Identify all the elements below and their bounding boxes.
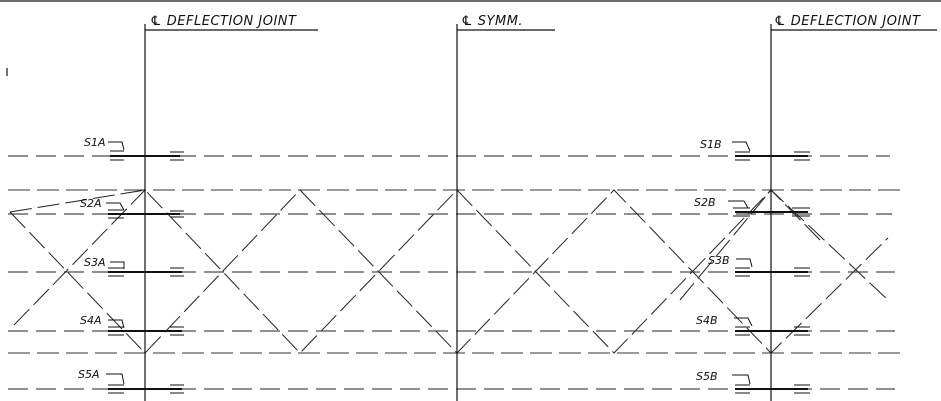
strut-label-s3a: S3A [84,256,106,269]
strut-left-leaders [106,141,125,385]
struts-right-group: S1B S2B S3B S4B S5B [694,138,810,394]
strut-right-leaders [728,141,753,385]
centerline-label-left: ℄ DEFLECTION JOINT [150,14,297,29]
strut-label-s3b: S3B [708,254,730,267]
strut-label-s4a: S4A [80,314,102,327]
strut-left-end-marks [108,150,184,394]
diag-extra-right-2 [770,189,821,241]
diag-extra-right [679,189,772,301]
strut-label-s1a: S1A [84,136,106,149]
struts-left-group: S1A S2A S3A S4A S5A [78,136,184,394]
strut-label-s5a: S5A [78,368,100,381]
strut-label-s4b: S4B [696,314,718,327]
centerline-verticals [144,24,772,401]
strut-label-s5b: S5B [696,370,718,383]
strut-right-end-marks [733,151,810,394]
centerline-label-right: ℄ DEFLECTION JOINT [774,14,921,29]
strut-label-s1b: S1B [700,138,722,151]
centerline-label-center: ℄ SYMM. [461,14,523,29]
strut-label-s2a: S2A [80,197,102,210]
strut-label-s2b: S2B [694,196,716,209]
